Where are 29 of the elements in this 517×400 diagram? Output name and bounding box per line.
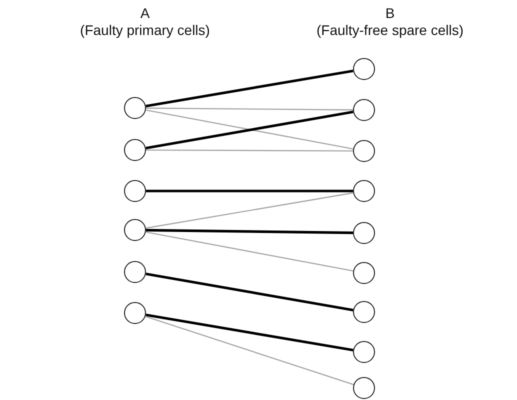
cell-circle: [353, 301, 375, 323]
connector-line: [146, 272, 354, 312]
cell-circle: [124, 219, 146, 241]
connector-line: [145, 316, 354, 386]
cell-circle: [124, 302, 146, 324]
connector-line: [146, 190, 353, 192]
cell-circle: [353, 58, 375, 80]
cell-circle: [353, 341, 375, 363]
column-heading: A: [140, 5, 150, 21]
connector-line: [146, 149, 353, 152]
connector-line: [146, 108, 353, 110]
cell-circle: [353, 180, 375, 202]
cell-circle: [124, 261, 146, 283]
cell-circle: [353, 140, 375, 162]
connector-line: [146, 192, 354, 229]
cell-circle: [124, 180, 146, 202]
cell-circle: [353, 377, 375, 399]
cell-circle: [124, 97, 146, 119]
cell-circle: [353, 262, 375, 284]
column-caption: (Faulty primary cells): [80, 22, 210, 38]
connector-line: [146, 70, 354, 108]
connector-line: [146, 231, 354, 272]
connector-line: [146, 228, 354, 234]
cell-circle: [353, 99, 375, 121]
column-caption: (Faulty-free spare cells): [316, 22, 464, 38]
column-heading: B: [385, 5, 395, 21]
cell-circle: [353, 222, 375, 244]
connector-line: [146, 314, 354, 352]
cell-circle: [124, 139, 146, 161]
